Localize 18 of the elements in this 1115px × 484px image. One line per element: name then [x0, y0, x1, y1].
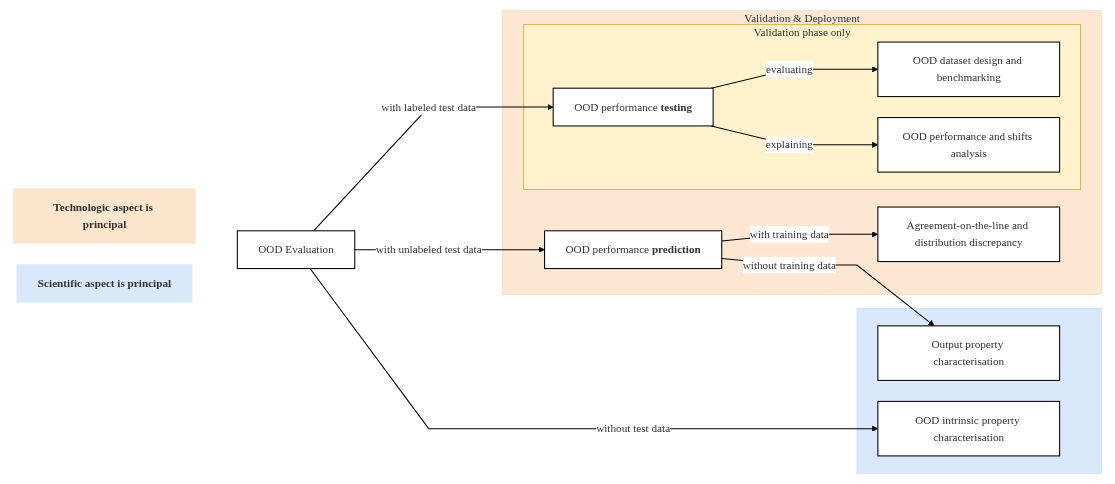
edge-label: with unlabeled test data [375, 243, 482, 256]
node-box: OOD dataset design and benchmarking [877, 41, 1061, 98]
edge-label: without training data [742, 258, 836, 271]
node-box: OOD performance testing [552, 87, 714, 127]
edge-label: explaining [765, 138, 813, 151]
node-box: OOD performance prediction [543, 230, 723, 270]
node-box: OOD Evaluation [236, 230, 356, 270]
node-box: Agreement-on-the-line and distribution discrepancy [877, 206, 1061, 263]
edge-label: without test data [596, 422, 671, 435]
node-box: OOD performance and shifts analysis [877, 117, 1061, 173]
cluster [856, 308, 1102, 474]
node-box: Technologic aspect is principal [13, 188, 196, 244]
node-box: Scientific aspect is principal [16, 264, 193, 303]
edge-label: with labeled test data [381, 100, 476, 113]
edge-label: with training data [749, 228, 829, 240]
edge-label: evaluating [765, 63, 813, 75]
node-box: OOD intrinsic property characterisation [877, 400, 1061, 457]
node-box: Output property characterisation [877, 325, 1061, 381]
